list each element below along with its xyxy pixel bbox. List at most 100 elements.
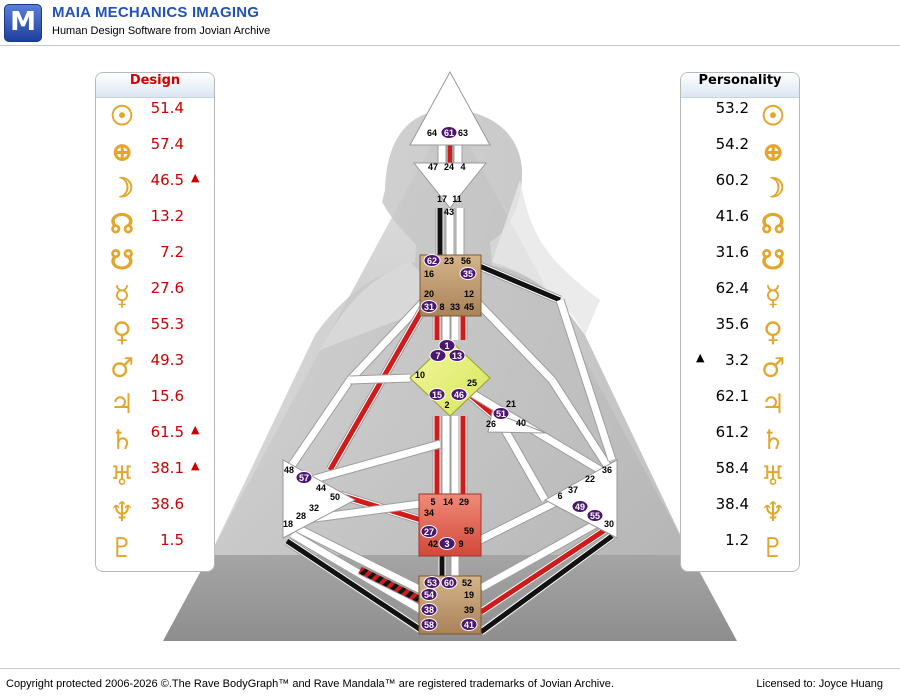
gate-31: 31 xyxy=(420,300,438,313)
gate-number: 2 xyxy=(444,400,449,410)
gate-active-marker xyxy=(438,339,456,352)
head-center xyxy=(409,70,491,146)
gate-number: 1 xyxy=(444,341,449,351)
gate-8: 8 xyxy=(439,302,444,312)
gate-number: 48 xyxy=(284,465,294,475)
gate-55: 55 xyxy=(586,509,604,522)
gate-number: 32 xyxy=(309,503,319,513)
gate-number: 5 xyxy=(430,497,435,507)
gate-number: 35 xyxy=(463,269,473,279)
earth-icon: ⊕ xyxy=(761,137,785,168)
gate-number: 49 xyxy=(575,502,585,512)
gate-number: 14 xyxy=(443,497,453,507)
gate-active-marker xyxy=(420,588,438,601)
personality-value: 35.6 xyxy=(715,315,749,333)
design-row-sun: ☉51.4 xyxy=(96,99,214,135)
gate-51: 51 xyxy=(492,407,510,420)
gate-18: 18 xyxy=(283,519,293,529)
gate-64: 64 xyxy=(427,128,437,138)
gate-60: 60 xyxy=(440,576,458,589)
gate-number: 26 xyxy=(486,419,496,429)
gate-active-marker xyxy=(420,525,438,538)
gate-20: 20 xyxy=(424,289,434,299)
gate-41: 41 xyxy=(460,618,478,631)
channel-line-14 xyxy=(472,297,555,383)
gate-28: 28 xyxy=(296,511,306,521)
gate-44: 44 xyxy=(316,483,326,493)
personality-row-saturn: ♄61.2 xyxy=(681,423,799,459)
gate-number: 53 xyxy=(427,578,437,588)
gate-number: 58 xyxy=(424,620,434,630)
channel-line-19 xyxy=(287,378,353,470)
personality-panel: Personality ☉53.2⊕54.2☽60.2☊41.6☋31.6☿62… xyxy=(680,72,800,572)
design-value: 55.3 xyxy=(150,315,184,333)
design-row-mars: ♂49.3 xyxy=(96,351,214,387)
gate-1: 1 xyxy=(438,339,456,352)
logo-letter: M xyxy=(10,7,36,37)
design-value: 46.5 xyxy=(150,171,184,189)
personality-value: 62.1 xyxy=(715,387,749,405)
gate-39: 39 xyxy=(464,605,474,615)
gate-active-marker xyxy=(420,300,438,313)
gate-30: 30 xyxy=(604,519,614,529)
channel-line-29 xyxy=(358,566,423,604)
personality-row-sun: ☉53.2 xyxy=(681,99,799,135)
design-row-neptune: ♆38.6 xyxy=(96,495,214,531)
gate-48: 48 xyxy=(284,465,294,475)
gate-11: 11 xyxy=(452,194,462,204)
design-row-north-node: ☊13.2 xyxy=(96,207,214,243)
gate-42: 42 xyxy=(428,539,438,549)
personality-row-mercury: ☿62.4 xyxy=(681,279,799,315)
gate-34: 34 xyxy=(424,508,434,518)
design-row-saturn: ♄61.5▲ xyxy=(96,423,214,459)
gate-number: 61 xyxy=(444,128,454,138)
personality-row-south-node: ☋31.6 xyxy=(681,243,799,279)
gate-active-marker xyxy=(429,349,447,362)
gate-active-marker xyxy=(459,267,477,280)
pluto-icon: ♇ xyxy=(760,533,786,564)
gate-number: 57 xyxy=(299,473,309,483)
gate-14: 14 xyxy=(443,497,453,507)
saturn-icon: ♄ xyxy=(109,425,135,456)
gate-57: 57 xyxy=(295,471,313,484)
gate-number: 51 xyxy=(496,409,506,419)
gate-19: 19 xyxy=(464,590,474,600)
gate-number: 22 xyxy=(585,474,595,484)
gate-active-marker xyxy=(440,576,458,589)
personality-row-uranus: ♅58.4 xyxy=(681,459,799,495)
gate-number: 12 xyxy=(464,289,474,299)
gate-number: 3 xyxy=(444,539,449,549)
gate-number: 64 xyxy=(427,128,437,138)
gate-6: 6 xyxy=(557,491,562,501)
gate-54: 54 xyxy=(420,588,438,601)
design-panel: Design ☉51.4⊕57.4☽46.5▲☊13.2☋7.2☿27.6♀55… xyxy=(95,72,215,572)
gate-number: 18 xyxy=(283,519,293,529)
channel-line-17 xyxy=(556,298,616,462)
gate-15: 15 xyxy=(428,388,446,401)
gate-number: 6 xyxy=(557,491,562,501)
design-value: 38.6 xyxy=(150,495,184,513)
personality-value: 62.4 xyxy=(715,279,749,297)
gate-number: 56 xyxy=(461,256,471,266)
gate-number: 60 xyxy=(444,578,454,588)
mars-icon: ♂ xyxy=(760,353,786,384)
gate-number: 4 xyxy=(460,162,465,172)
personality-value: 1.2 xyxy=(725,531,749,549)
jupiter-icon: ♃ xyxy=(109,389,135,420)
neptune-icon: ♆ xyxy=(760,497,786,528)
gate-number: 7 xyxy=(435,351,440,361)
design-value: 49.3 xyxy=(150,351,184,369)
jupiter-icon: ♃ xyxy=(760,389,786,420)
gate-active-marker xyxy=(423,254,441,267)
personality-value: 61.2 xyxy=(715,423,749,441)
moon-icon: ☽ xyxy=(109,173,135,204)
gate-47: 47 xyxy=(428,162,438,172)
gate-10: 10 xyxy=(415,370,425,380)
gate-26: 26 xyxy=(486,419,496,429)
gate-25: 25 xyxy=(467,378,477,388)
gate-number: 10 xyxy=(415,370,425,380)
gate-number: 42 xyxy=(428,539,438,549)
design-value: 1.5 xyxy=(160,531,184,549)
gate-43: 43 xyxy=(444,207,454,217)
